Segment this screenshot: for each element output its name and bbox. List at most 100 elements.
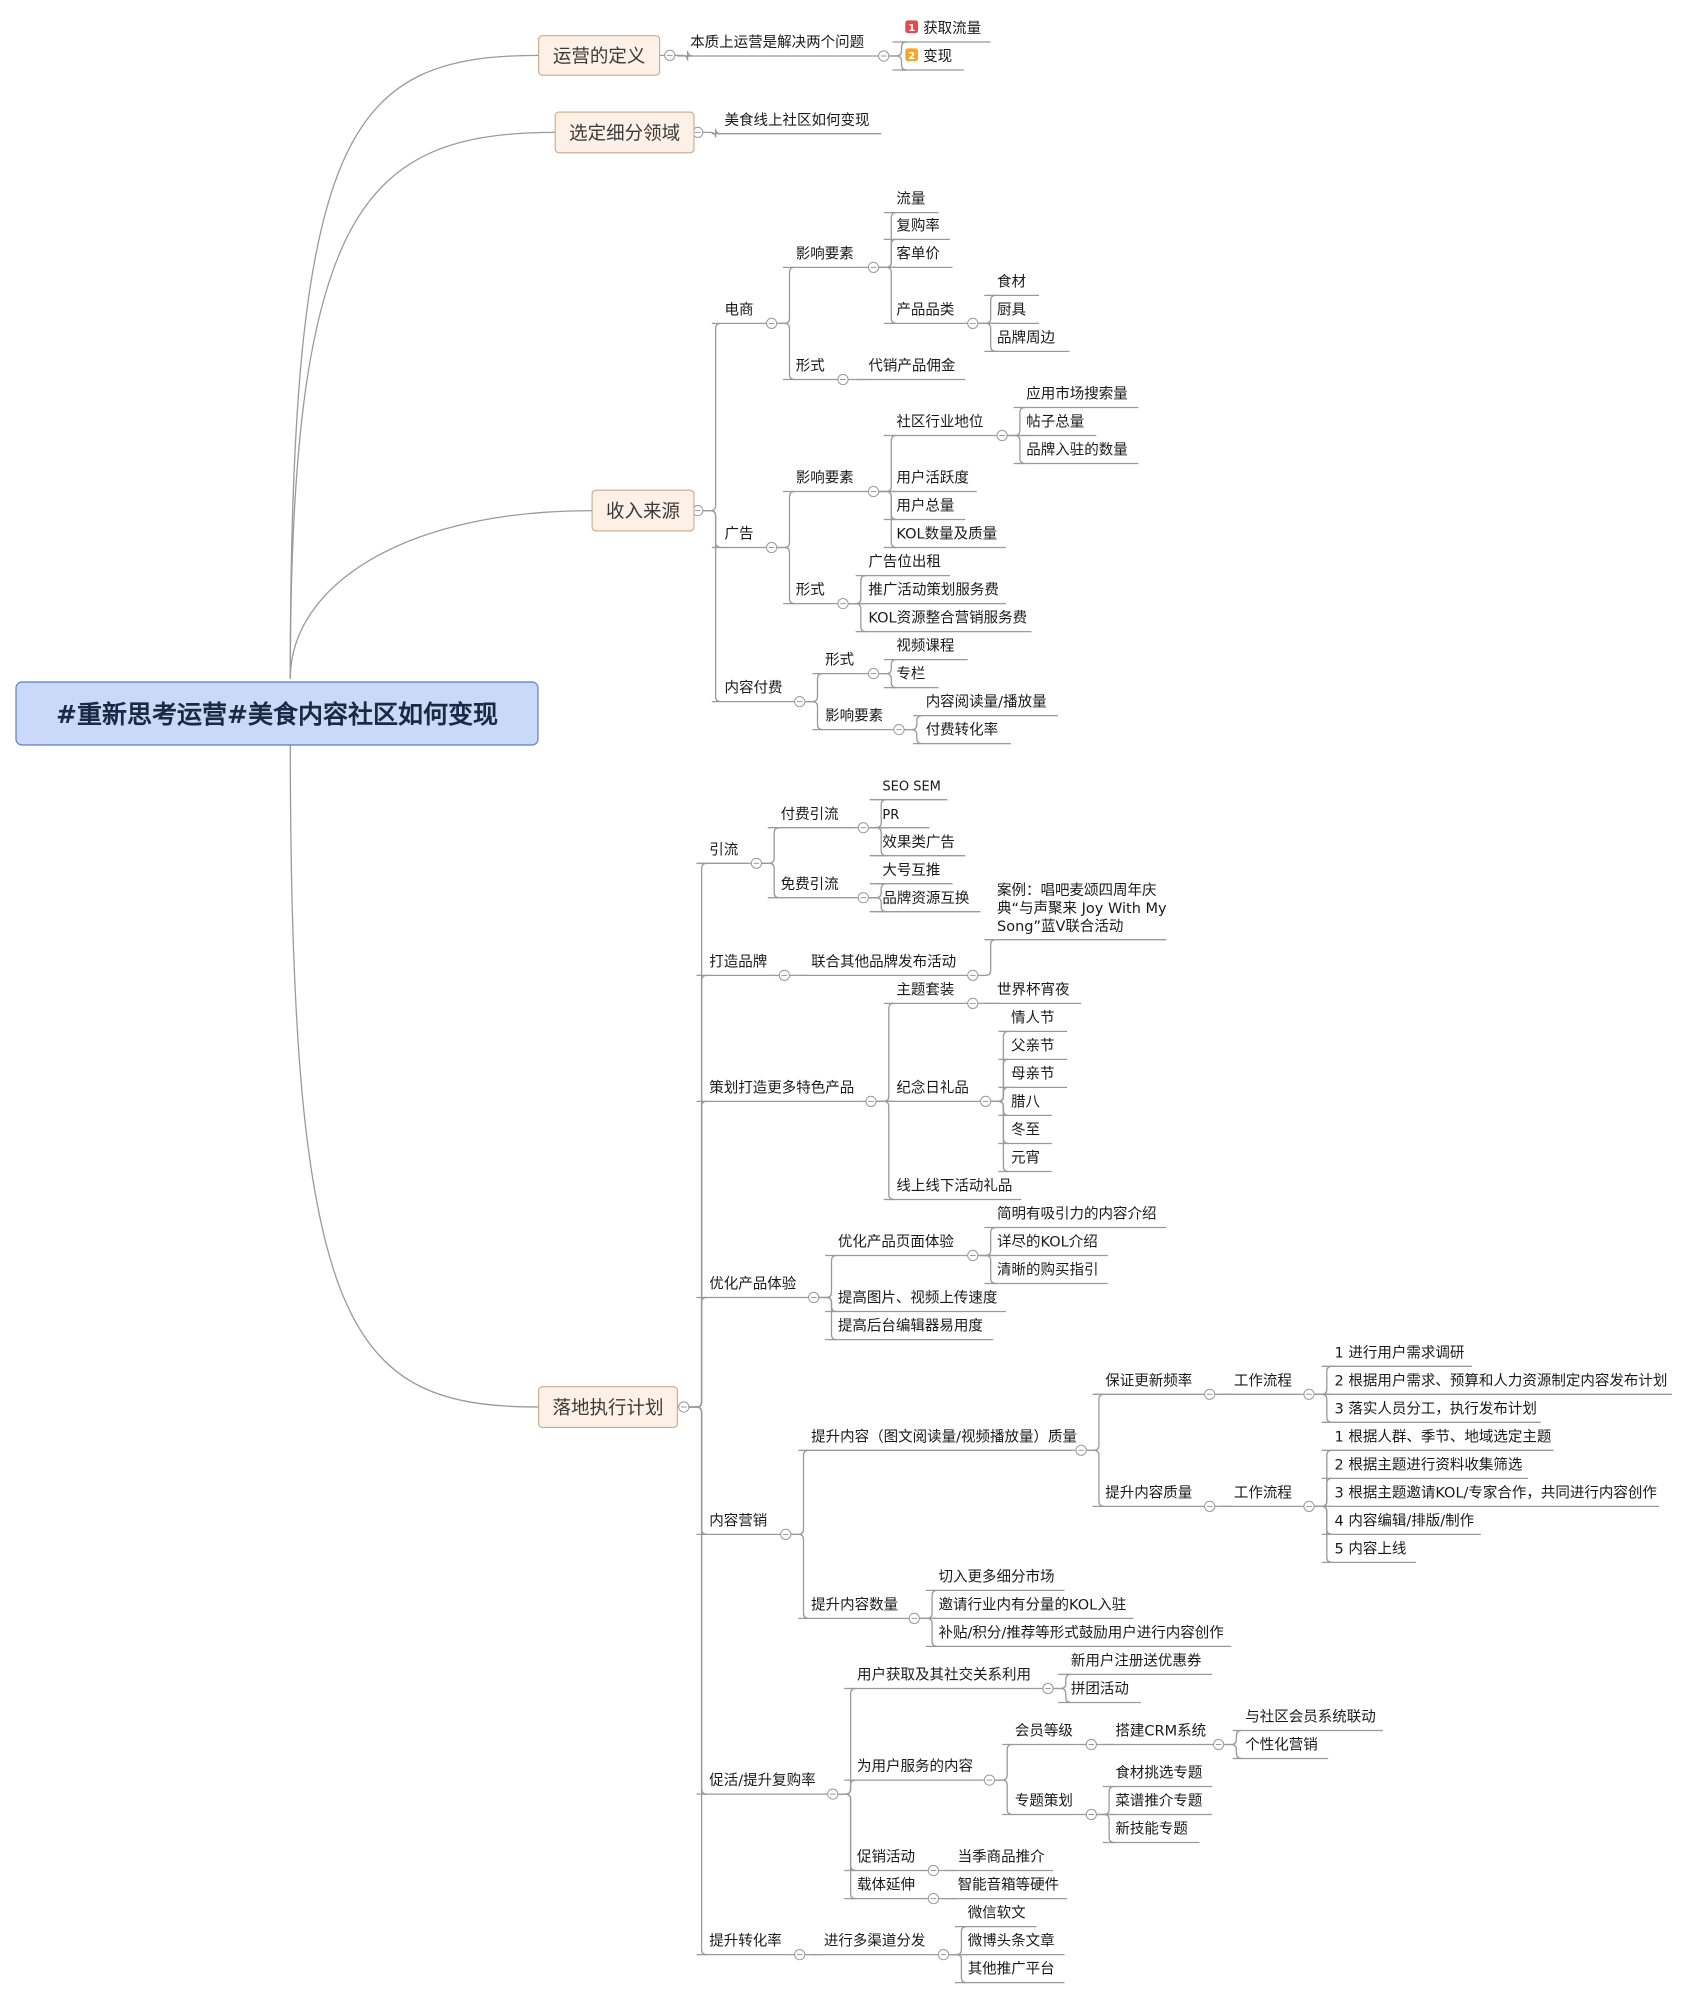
- topic-3-5-1-0-0-1[interactable]: 个性化营销: [1245, 1737, 1318, 1754]
- topic-3-4-0-0-0-0[interactable]: 1 进行用户需求调研: [1335, 1344, 1465, 1361]
- topic-2-2-1[interactable]: 影响要素: [825, 708, 883, 725]
- collapse-toggle-3-5-2[interactable]: [927, 1864, 940, 1877]
- topic-3-4-0-0-0-2[interactable]: 3 落实人员分工，执行发布计划: [1335, 1400, 1537, 1417]
- topic-2-2-1-0[interactable]: 内容阅读量/播放量: [926, 694, 1047, 711]
- topic-3-6-0-1[interactable]: 微博头条文章: [968, 1932, 1055, 1950]
- topic-3-0-0-1[interactable]: PR: [882, 808, 899, 823]
- topic-2-1-1[interactable]: 形式: [796, 582, 825, 599]
- collapse-toggle-3-1[interactable]: [778, 969, 791, 982]
- collapse-toggle-2-1-0[interactable]: [867, 485, 880, 498]
- topic-2-2-1-1[interactable]: 付费转化率: [926, 722, 999, 739]
- topic-2-0-0-3-0[interactable]: 食材: [997, 274, 1026, 291]
- topic-3-5-1-0-0[interactable]: 搭建CRM系统: [1115, 1723, 1206, 1740]
- topic-3-6-0-2[interactable]: 其他推广平台: [968, 1961, 1055, 1978]
- topic-3-0-0-2[interactable]: 效果类广告: [882, 834, 955, 851]
- collapse-toggle-3-3[interactable]: [808, 1291, 820, 1304]
- collapse-toggle-3-0-0[interactable]: [857, 822, 869, 834]
- main-topic-0[interactable]: 运营的定义: [538, 35, 661, 76]
- topic-2-0-0-3-2[interactable]: 品牌周边: [997, 330, 1055, 347]
- topic-1-0[interactable]: 美食线上社区如何变现: [725, 112, 870, 129]
- collapse-toggle-3-4-0[interactable]: [1075, 1444, 1087, 1456]
- collapse-toggle-3-4-0-0[interactable]: [1204, 1388, 1216, 1400]
- topic-3-5-0-1[interactable]: 拼团活动: [1071, 1681, 1129, 1698]
- collapse-toggle-3-5-1-1[interactable]: [1085, 1808, 1097, 1821]
- topic-3-4-0-0-0-1[interactable]: 2 根据用户需求、预算和人力资源制定内容发布计划: [1335, 1372, 1668, 1389]
- topic-3-5-0[interactable]: 用户获取及其社交关系利用: [857, 1666, 1031, 1684]
- topic-2-2-0[interactable]: 形式: [825, 652, 854, 669]
- main-topic-2[interactable]: 收入来源: [591, 489, 695, 532]
- collapse-toggle-3-6[interactable]: [794, 1949, 806, 1961]
- topic-3-2-1-3[interactable]: 腊八: [1011, 1094, 1040, 1111]
- topic-2-0-0-2[interactable]: 客单价: [896, 246, 940, 263]
- topic-3-4[interactable]: 内容营销: [709, 1513, 767, 1530]
- topic-3-4-1[interactable]: 提升内容数量: [811, 1597, 898, 1614]
- topic-2-1-0-0[interactable]: 社区行业地位: [896, 414, 983, 431]
- collapse-toggle-3-5-1-0-0[interactable]: [1213, 1738, 1225, 1751]
- topic-3-2-1-4[interactable]: 冬至: [1011, 1122, 1040, 1139]
- topic-3-6-0-0[interactable]: 微信软文: [968, 1905, 1026, 1922]
- topic-2-1-1-2[interactable]: KOL资源整合营销服务费: [868, 610, 1027, 627]
- main-topic-1[interactable]: 选定细分领域: [554, 111, 695, 154]
- topic-3-1[interactable]: 打造品牌: [709, 954, 767, 971]
- topic-3-4-1-1[interactable]: 邀请行业内有分量的KOL入驻: [939, 1597, 1127, 1614]
- topic-2-1[interactable]: 广告: [725, 526, 754, 543]
- topic-3-5-3[interactable]: 载体延伸: [857, 1877, 915, 1894]
- topic-3-2-2[interactable]: 线上线下活动礼品: [896, 1178, 1012, 1195]
- collapse-toggle-3-5-3[interactable]: [927, 1893, 940, 1905]
- main-topic-3[interactable]: 落地执行计划: [538, 1386, 678, 1428]
- topic-2-1-0[interactable]: 影响要素: [796, 470, 854, 487]
- collapse-toggle-2-2[interactable]: [794, 696, 806, 708]
- topic-3-2-1-1[interactable]: 父亲节: [1011, 1038, 1055, 1055]
- topic-3-5-1[interactable]: 为用户服务的内容: [857, 1758, 973, 1775]
- topic-2-1-0-1[interactable]: 用户活跃度: [896, 470, 969, 487]
- topic-3-1-0[interactable]: 联合其他品牌发布活动: [811, 954, 956, 971]
- topic-2-1-0-2[interactable]: 用户总量: [896, 498, 954, 515]
- collapse-toggle-3-5-1-0[interactable]: [1085, 1738, 1097, 1751]
- topic-3-2-1[interactable]: 纪念日礼品: [896, 1079, 969, 1097]
- topic-2-0-0-3[interactable]: 产品品类: [896, 302, 954, 319]
- topic-2-1-1-1[interactable]: 推广活动策划服务费: [868, 582, 999, 599]
- collapse-toggle-3-5-1[interactable]: [983, 1774, 996, 1786]
- topic-2-0-0-3-1[interactable]: 厨具: [997, 303, 1026, 319]
- collapse-toggle-3-2-1[interactable]: [980, 1095, 992, 1108]
- collapse-toggle-2-0[interactable]: [766, 317, 778, 329]
- topic-2-0-0-1[interactable]: 复购率: [896, 217, 940, 235]
- collapse-toggle-2-1-1[interactable]: [837, 598, 849, 610]
- topic-3-5-3-0[interactable]: 智能音箱等硬件: [958, 1876, 1060, 1894]
- topic-3-3-0-1[interactable]: 详尽的KOL介绍: [997, 1234, 1098, 1251]
- topic-2-1-0-0-2[interactable]: 品牌入驻的数量: [1026, 442, 1128, 459]
- topic-2-1-0-0-0[interactable]: 应用市场搜索量: [1026, 385, 1128, 403]
- topic-3-2-0-0[interactable]: 世界杯宵夜: [997, 982, 1070, 999]
- topic-3-0-0[interactable]: 付费引流: [781, 806, 839, 823]
- topic-3-4-0-1-0-3[interactable]: 4 内容编辑/排版/制作: [1335, 1513, 1475, 1530]
- topic-2-1-1-0[interactable]: 广告位出租: [868, 554, 941, 571]
- topic-3-5-1-1[interactable]: 专题策划: [1015, 1793, 1073, 1810]
- topic-3-4-0-1-0-4[interactable]: 5 内容上线: [1335, 1541, 1407, 1558]
- topic-3-5-1-1-0[interactable]: 食材挑选专题: [1115, 1765, 1202, 1782]
- topic-3-6[interactable]: 提升转化率: [709, 1933, 782, 1950]
- collapse-toggle-2-0-0[interactable]: [867, 261, 880, 273]
- topic-2-0[interactable]: 电商: [725, 302, 754, 319]
- topic-2-1-0-3[interactable]: KOL数量及质量: [896, 526, 997, 543]
- topic-3-5-2-0[interactable]: 当季商品推介: [958, 1849, 1045, 1866]
- collapse-toggle-3-4-1[interactable]: [908, 1612, 920, 1625]
- collapse-toggle-3-2[interactable]: [865, 1095, 877, 1108]
- topic-2-2[interactable]: 内容付费: [725, 680, 783, 697]
- topic-3-4-0-1-0-0[interactable]: 1 根据人群、季节、地域选定主题: [1335, 1428, 1552, 1445]
- topic-3-6-0[interactable]: 进行多渠道分发: [824, 1933, 926, 1950]
- topic-3-5-1-0-0-0[interactable]: 与社区会员系统联动: [1245, 1709, 1376, 1726]
- topic-3-2[interactable]: 策划打造更多特色产品: [709, 1080, 854, 1097]
- collapse-toggle-3-0-1[interactable]: [857, 892, 869, 904]
- topic-3-3-1[interactable]: 提高图片、视频上传速度: [838, 1290, 998, 1307]
- topic-2-0-0-0[interactable]: 流量: [896, 191, 925, 208]
- topic-3-2-1-5[interactable]: 元宵: [1011, 1150, 1040, 1167]
- topic-3-3-2[interactable]: 提高后台编辑器易用度: [838, 1318, 983, 1335]
- topic-3-5-1-1-2[interactable]: 新技能专题: [1115, 1821, 1188, 1838]
- topic-3-4-0-0-0[interactable]: 工作流程: [1234, 1372, 1292, 1389]
- topic-2-0-1[interactable]: 形式: [796, 358, 825, 375]
- topic-3-0-1-0[interactable]: 大号互推: [882, 862, 940, 879]
- topic-3-4-0-1-0-2[interactable]: 3 根据主题邀请KOL/专家合作，共同进行内容创作: [1335, 1485, 1657, 1502]
- collapse-toggle-0[interactable]: [664, 49, 676, 62]
